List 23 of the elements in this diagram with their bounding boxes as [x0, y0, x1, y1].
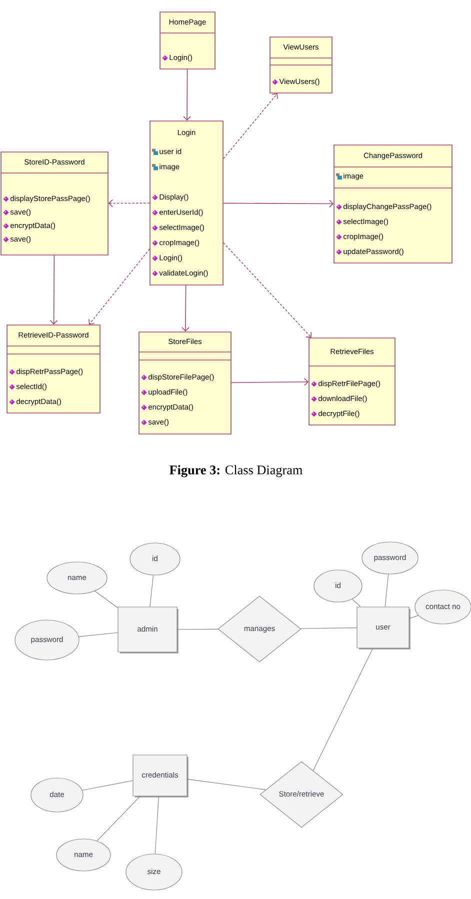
dashed-arrow	[108, 199, 150, 208]
arrow	[183, 69, 191, 121]
connector-line	[154, 796, 159, 854]
connector-line	[78, 632, 118, 637]
connector-line	[94, 590, 118, 608]
dashed-arrow	[223, 242, 312, 338]
connector-line	[187, 778, 266, 790]
arrow	[223, 200, 334, 208]
figure-caption: Figure 3: Class Diagram	[170, 465, 302, 478]
arrow	[231, 378, 309, 386]
connector-line	[177, 628, 218, 630]
connector-line	[312, 648, 374, 771]
connector-line	[96, 796, 140, 842]
connector-line	[409, 615, 419, 619]
arrow	[50, 255, 58, 325]
connector-line	[82, 780, 133, 790]
connector-line	[150, 575, 154, 607]
dashed-arrow	[88, 248, 150, 325]
arrow	[182, 285, 190, 332]
connector-line	[384, 574, 389, 607]
dashed-arrow	[223, 93, 278, 159]
connector-line	[352, 598, 361, 607]
connector-line	[300, 628, 357, 629]
